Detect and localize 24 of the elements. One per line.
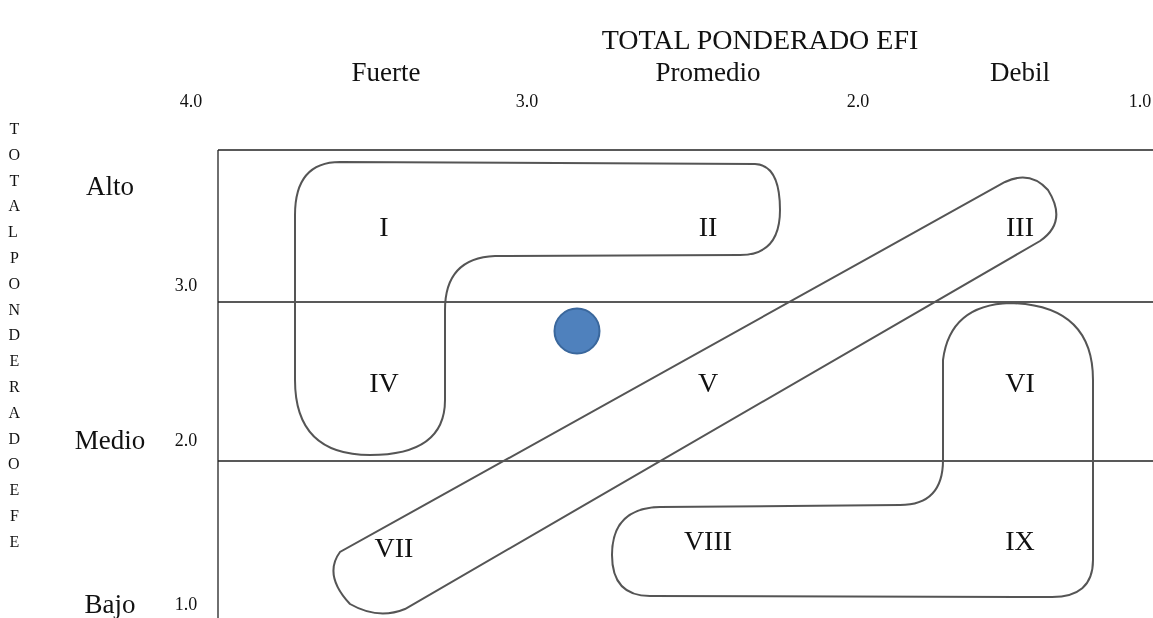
quadrant-numeral: IX: [1005, 527, 1035, 555]
vertical-axis-title: TOTAL PONDERADO EFE: [8, 119, 21, 552]
row-label: Alto: [86, 172, 134, 200]
axis-tick-label: 4.0: [179, 92, 203, 110]
axis-tick-label: 1.0: [174, 595, 198, 613]
quadrant-numeral: VIII: [683, 527, 733, 555]
row-label: Medio: [74, 426, 146, 454]
axis-title: TOTAL PONDERADO EFI: [601, 26, 919, 54]
column-label: Debil: [990, 58, 1050, 86]
quadrant-numeral: IV: [369, 369, 399, 397]
quadrant-numeral: III: [1006, 213, 1034, 241]
axis-tick-label: 3.0: [515, 92, 539, 110]
axis-tick-label: 1.0: [1128, 92, 1152, 110]
axis-tick-label: 2.0: [174, 431, 198, 449]
column-label: Fuerte: [351, 58, 421, 86]
quadrant-numeral: VII: [374, 534, 414, 562]
column-label: Promedio: [655, 58, 761, 86]
quadrant-numeral: II: [698, 213, 718, 241]
axis-tick-label: 3.0: [174, 276, 198, 294]
quadrant-numeral: V: [697, 369, 719, 397]
quadrant-numeral: I: [379, 213, 389, 241]
axis-tick-label: 2.0: [846, 92, 870, 110]
row-label: Bajo: [84, 590, 136, 618]
quadrant-numeral: VI: [1005, 369, 1035, 397]
